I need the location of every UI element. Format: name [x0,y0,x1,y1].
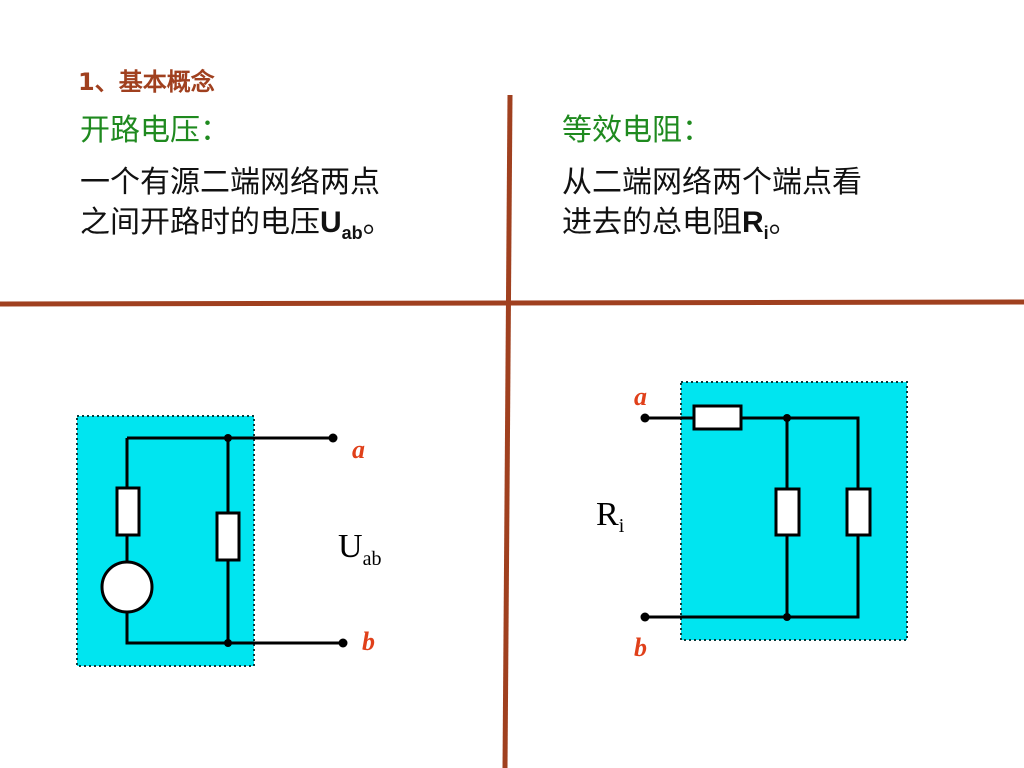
uab-label: Uab [338,528,381,570]
junction-dot [224,639,232,647]
open-circuit-desc-line1: 一个有源二端网络两点 [80,165,380,200]
junction-dot [783,613,791,621]
terminal-b-label: b [362,627,375,656]
terminal-a-dot [640,413,650,423]
uab-symbol: Uab [320,206,363,243]
equivalent-resistance-title: 等效电阻： [562,113,712,148]
open-circuit-desc-line2: 之间开路时的电压Uab。 [80,205,393,243]
terminal-b-dot [640,612,650,622]
section-heading: 1、基本概念 [78,68,215,96]
terminal-b-dot [338,638,348,648]
vertical-divider [502,94,513,768]
junction-dot [783,414,791,422]
junction-dot [224,434,232,442]
horizontal-divider [0,299,1024,307]
voltage-source-icon [100,560,154,614]
terminal-a-dot [328,433,338,443]
parallel-resistor-2 [845,487,872,537]
parallel-resistor-1 [774,487,801,537]
equivalent-resistance-desc: 从二端网络两个端点看 进去的总电阻Ri。 [562,163,862,253]
ri-symbol: Ri [742,206,769,243]
internal-resistor [115,486,141,537]
equivalent-resistance-diagram: a b Ri [596,381,908,662]
open-circuit-voltage-title: 开路电压： [80,113,230,148]
terminal-a-label: a [352,435,365,464]
equivalent-resistance-desc-line2: 进去的总电阻Ri。 [562,205,799,243]
series-resistor [692,404,743,431]
open-circuit-voltage-desc: 一个有源二端网络两点 之间开路时的电压Uab。 [80,163,393,253]
terminal-b-label: b [634,633,647,662]
terminal-a-label: a [634,382,647,411]
open-circuit-network-diagram: a b Uab [76,415,381,667]
load-resistor [215,511,241,562]
circuit-wires [645,416,860,619]
equivalent-resistance-desc-line1: 从二端网络两个端点看 [562,165,862,200]
ri-label: Ri [596,496,625,537]
